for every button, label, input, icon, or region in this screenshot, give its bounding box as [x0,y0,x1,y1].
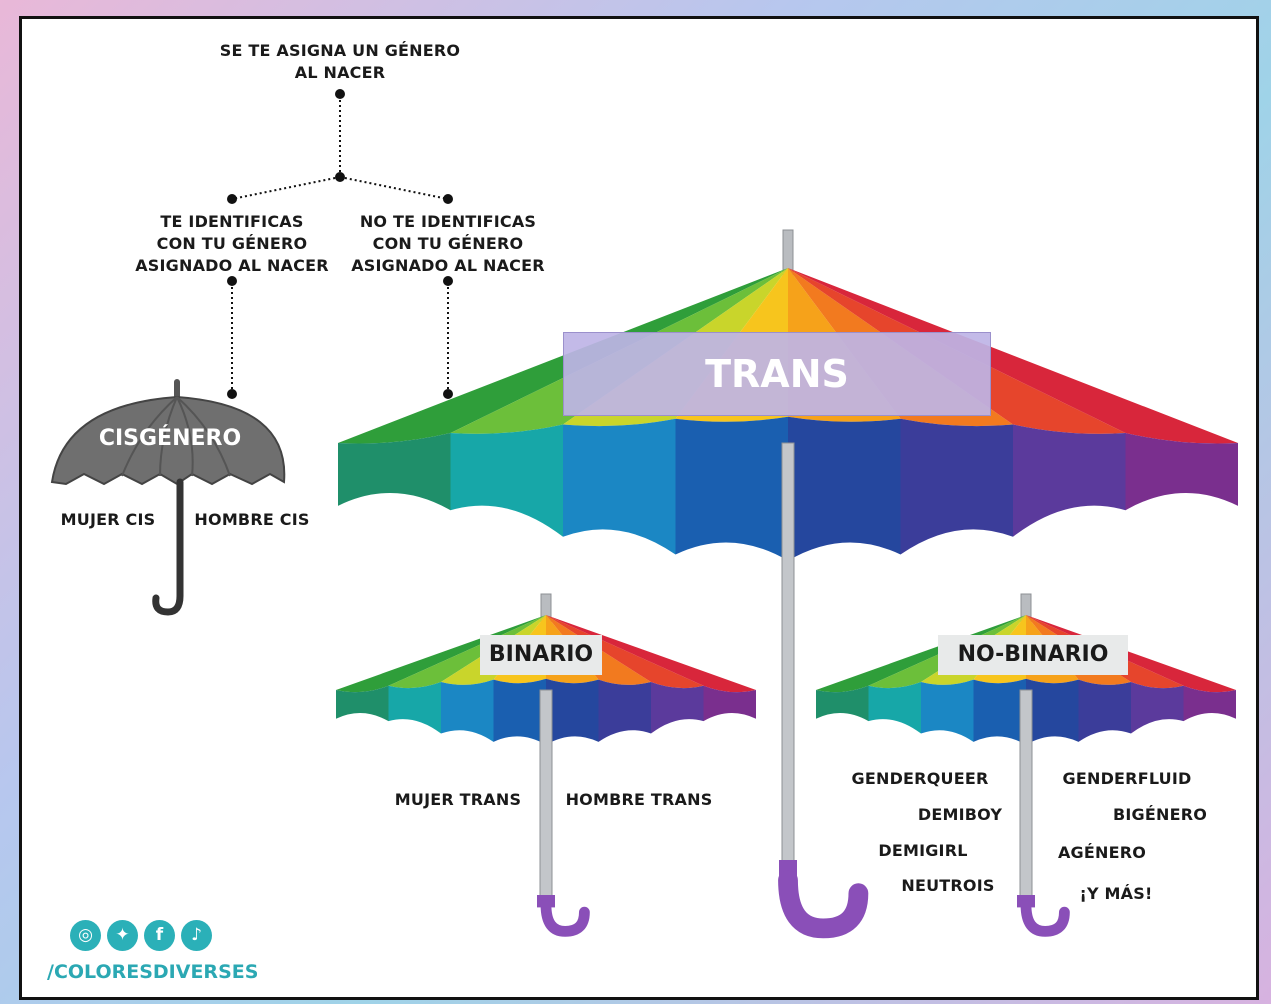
nb-right-item: GENDERFLUID [1062,769,1192,788]
nb-left-item: NEUTROIS [901,876,995,895]
flow-connectors [231,95,449,393]
social-icons: ◎✦f♪ [70,920,218,951]
twitter-icon[interactable]: ✦ [107,920,138,951]
facebook-icon[interactable]: f [144,920,175,951]
binario-right-label: HOMBRE TRANS [565,790,713,809]
cis-left-label: MUJER CIS [60,510,156,529]
nb-right-item: BIGÉNERO [1112,805,1208,824]
no-binario-title: NO-BINARIO [938,635,1128,675]
nb-right-item: AGÉNERO [1057,843,1147,862]
nb-left-item: GENDERQUEER [851,769,989,788]
nb-left-item: DEMIBOY [917,805,1003,824]
flow-nodes [227,89,453,399]
nb-left-item: DEMIGIRL [878,841,968,860]
tiktok-icon[interactable]: ♪ [181,920,212,951]
instagram-icon[interactable]: ◎ [70,920,101,951]
binario-left-label: MUJER TRANS [394,790,522,809]
binario-title: BINARIO [480,635,602,675]
social-handle[interactable]: /COLORESDIVERSES [47,961,259,983]
nb-right-item: ¡Y MÁS! [1079,884,1153,903]
trans-title: TRANS [563,332,991,416]
cis-umbrella-icon [50,379,286,616]
cis-title: CISGÉNERO [98,426,242,451]
cis-right-label: HOMBRE CIS [194,510,310,529]
